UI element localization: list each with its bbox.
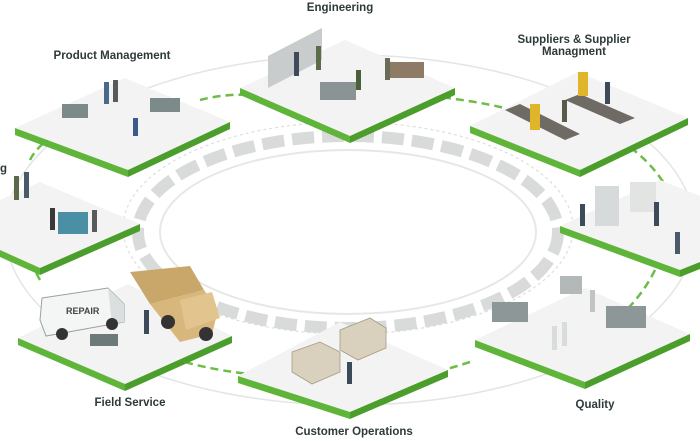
label-engineering: Engineering <box>306 2 374 14</box>
suppliers-platform <box>470 72 688 177</box>
label-manufacturing-partial: g <box>0 163 8 175</box>
manufacturing-left-platform <box>0 172 140 275</box>
engineering-platform <box>240 28 455 143</box>
label-suppliers-line2: Managment <box>542 46 606 58</box>
assembly-right-platform <box>560 180 700 277</box>
label-suppliers-line1: Suppliers & Supplier <box>517 34 631 46</box>
product-management-platform <box>15 78 230 177</box>
repair-van: REPAIR <box>39 287 125 340</box>
field-service-platform: REPAIR <box>18 266 232 391</box>
dump-truck <box>130 266 220 342</box>
label-field-service: Field Service <box>94 397 166 409</box>
label-product-management: Product Management <box>53 50 171 62</box>
label-suppliers: Suppliers & Supplier Managment <box>517 34 630 58</box>
customer-operations-platform <box>238 317 448 419</box>
repair-sign: REPAIR <box>66 306 100 316</box>
label-customer-operations: Customer Operations <box>295 426 413 438</box>
quality-platform <box>475 276 690 389</box>
label-quality: Quality <box>575 399 615 411</box>
